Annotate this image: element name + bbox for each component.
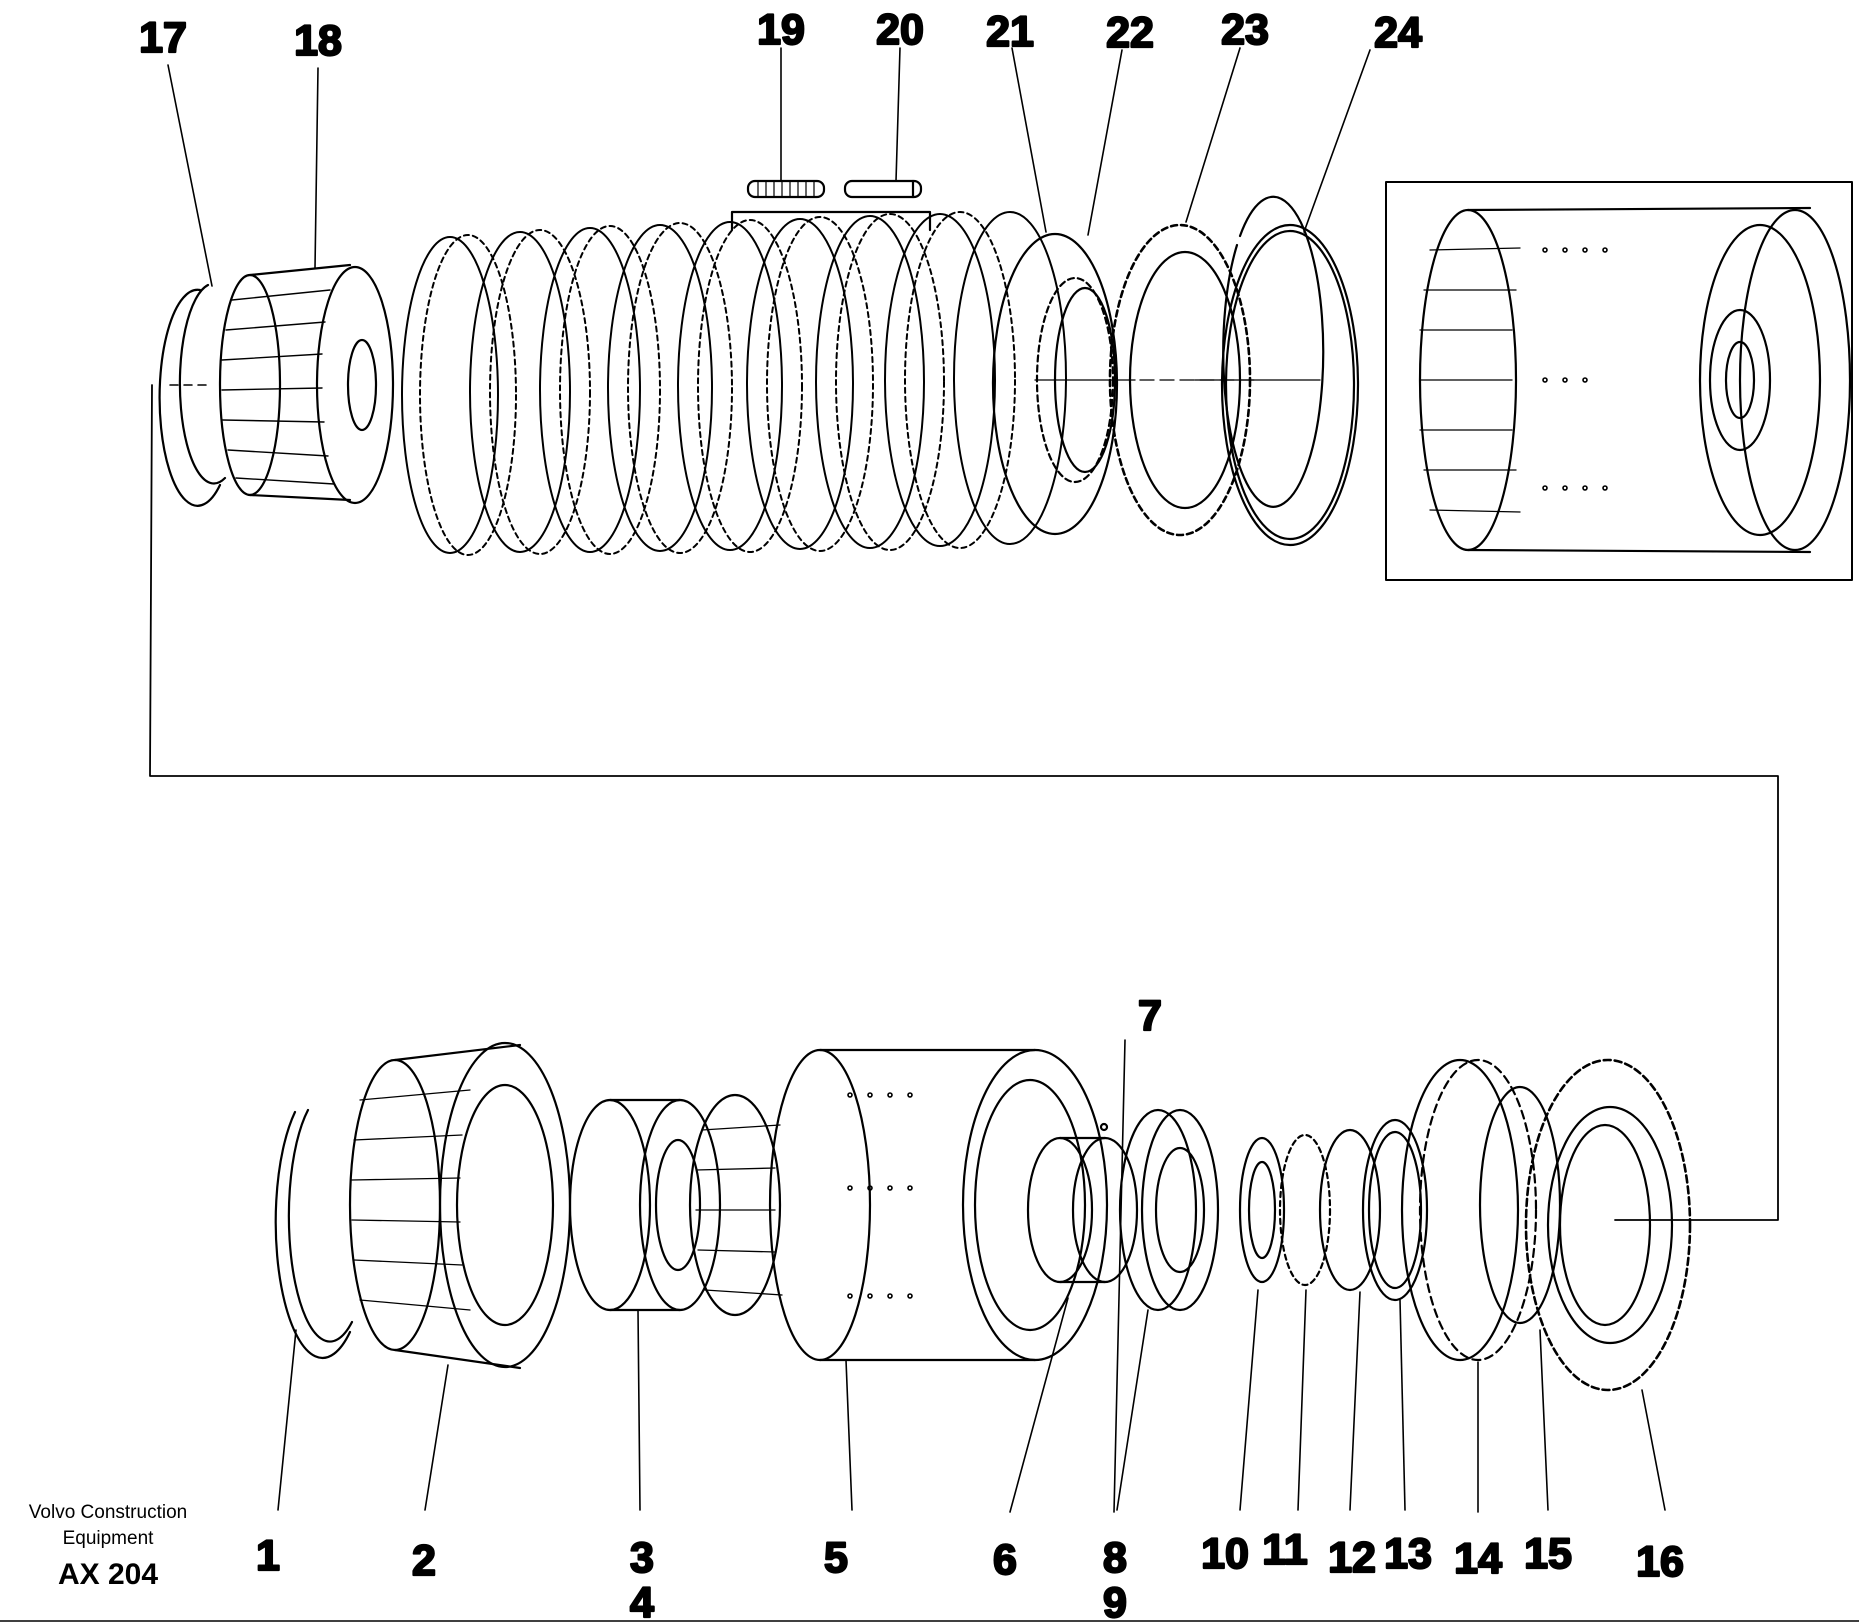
callout-22: 22 bbox=[1106, 9, 1154, 57]
callout-19: 19 bbox=[757, 6, 805, 54]
part-16-piston bbox=[1524, 1058, 1692, 1392]
callout-1: 1 bbox=[256, 1532, 280, 1580]
callout-15: 15 bbox=[1524, 1530, 1572, 1578]
brand-line-1: Volvo Construction bbox=[28, 1502, 188, 1523]
part-21-22-pressure-plate bbox=[991, 232, 1136, 536]
callout-2: 2 bbox=[412, 1537, 436, 1585]
callout-7: 7 bbox=[1138, 992, 1162, 1040]
callout-23: 23 bbox=[1221, 6, 1269, 54]
callout-16: 16 bbox=[1636, 1538, 1684, 1586]
part-5-drum bbox=[688, 1048, 1109, 1362]
callout-17: 17 bbox=[139, 14, 187, 62]
drawing-code: AX 204 bbox=[57, 1558, 159, 1591]
part-17-snap-ring bbox=[158, 283, 227, 507]
inset-assembled-drum bbox=[1385, 181, 1853, 581]
assembly-connector-line bbox=[149, 384, 1779, 1221]
part-19-20-pins bbox=[730, 179, 932, 232]
part-24-snap-ring bbox=[1194, 195, 1360, 547]
part-10-13-small-rings bbox=[1238, 1118, 1429, 1302]
callout-21: 21 bbox=[986, 8, 1034, 56]
callout-11: 11 bbox=[1262, 1526, 1307, 1574]
callout-10: 10 bbox=[1201, 1530, 1249, 1578]
part-6-sleeve bbox=[1026, 1122, 1139, 1284]
callout-20: 20 bbox=[876, 6, 924, 54]
part-3-4-bushing bbox=[568, 1098, 722, 1312]
callout-9: 9 bbox=[1103, 1579, 1127, 1623]
callout-5: 5 bbox=[824, 1534, 848, 1582]
callout-numbers: 17 18 19 20 21 22 23 24 7 1 2 3 4 5 6 8 … bbox=[138, 5, 1685, 1623]
callout-14: 14 bbox=[1454, 1535, 1502, 1583]
callout-4: 4 bbox=[630, 1579, 654, 1623]
part-1-snap-ring bbox=[274, 1108, 354, 1360]
callout-13: 13 bbox=[1384, 1530, 1432, 1578]
callout-18: 18 bbox=[294, 17, 342, 65]
callout-8: 8 bbox=[1103, 1534, 1127, 1582]
brand-line-2: Equipment bbox=[62, 1528, 154, 1549]
part-2-ring-gear bbox=[348, 1041, 572, 1370]
brand-block: Volvo Construction Equipment AX 204 bbox=[8, 1500, 208, 1592]
clutch-disc-pack bbox=[401, 211, 1067, 556]
part-18-splined-hub bbox=[218, 263, 395, 505]
part-14-15-springs bbox=[1400, 1058, 1562, 1362]
leader-lines bbox=[167, 47, 1666, 1513]
callout-6: 6 bbox=[993, 1536, 1017, 1584]
callout-12: 12 bbox=[1328, 1534, 1376, 1582]
part-8-9-bearing bbox=[1118, 1108, 1220, 1312]
callout-3: 3 bbox=[630, 1534, 654, 1582]
callout-24: 24 bbox=[1374, 9, 1422, 57]
